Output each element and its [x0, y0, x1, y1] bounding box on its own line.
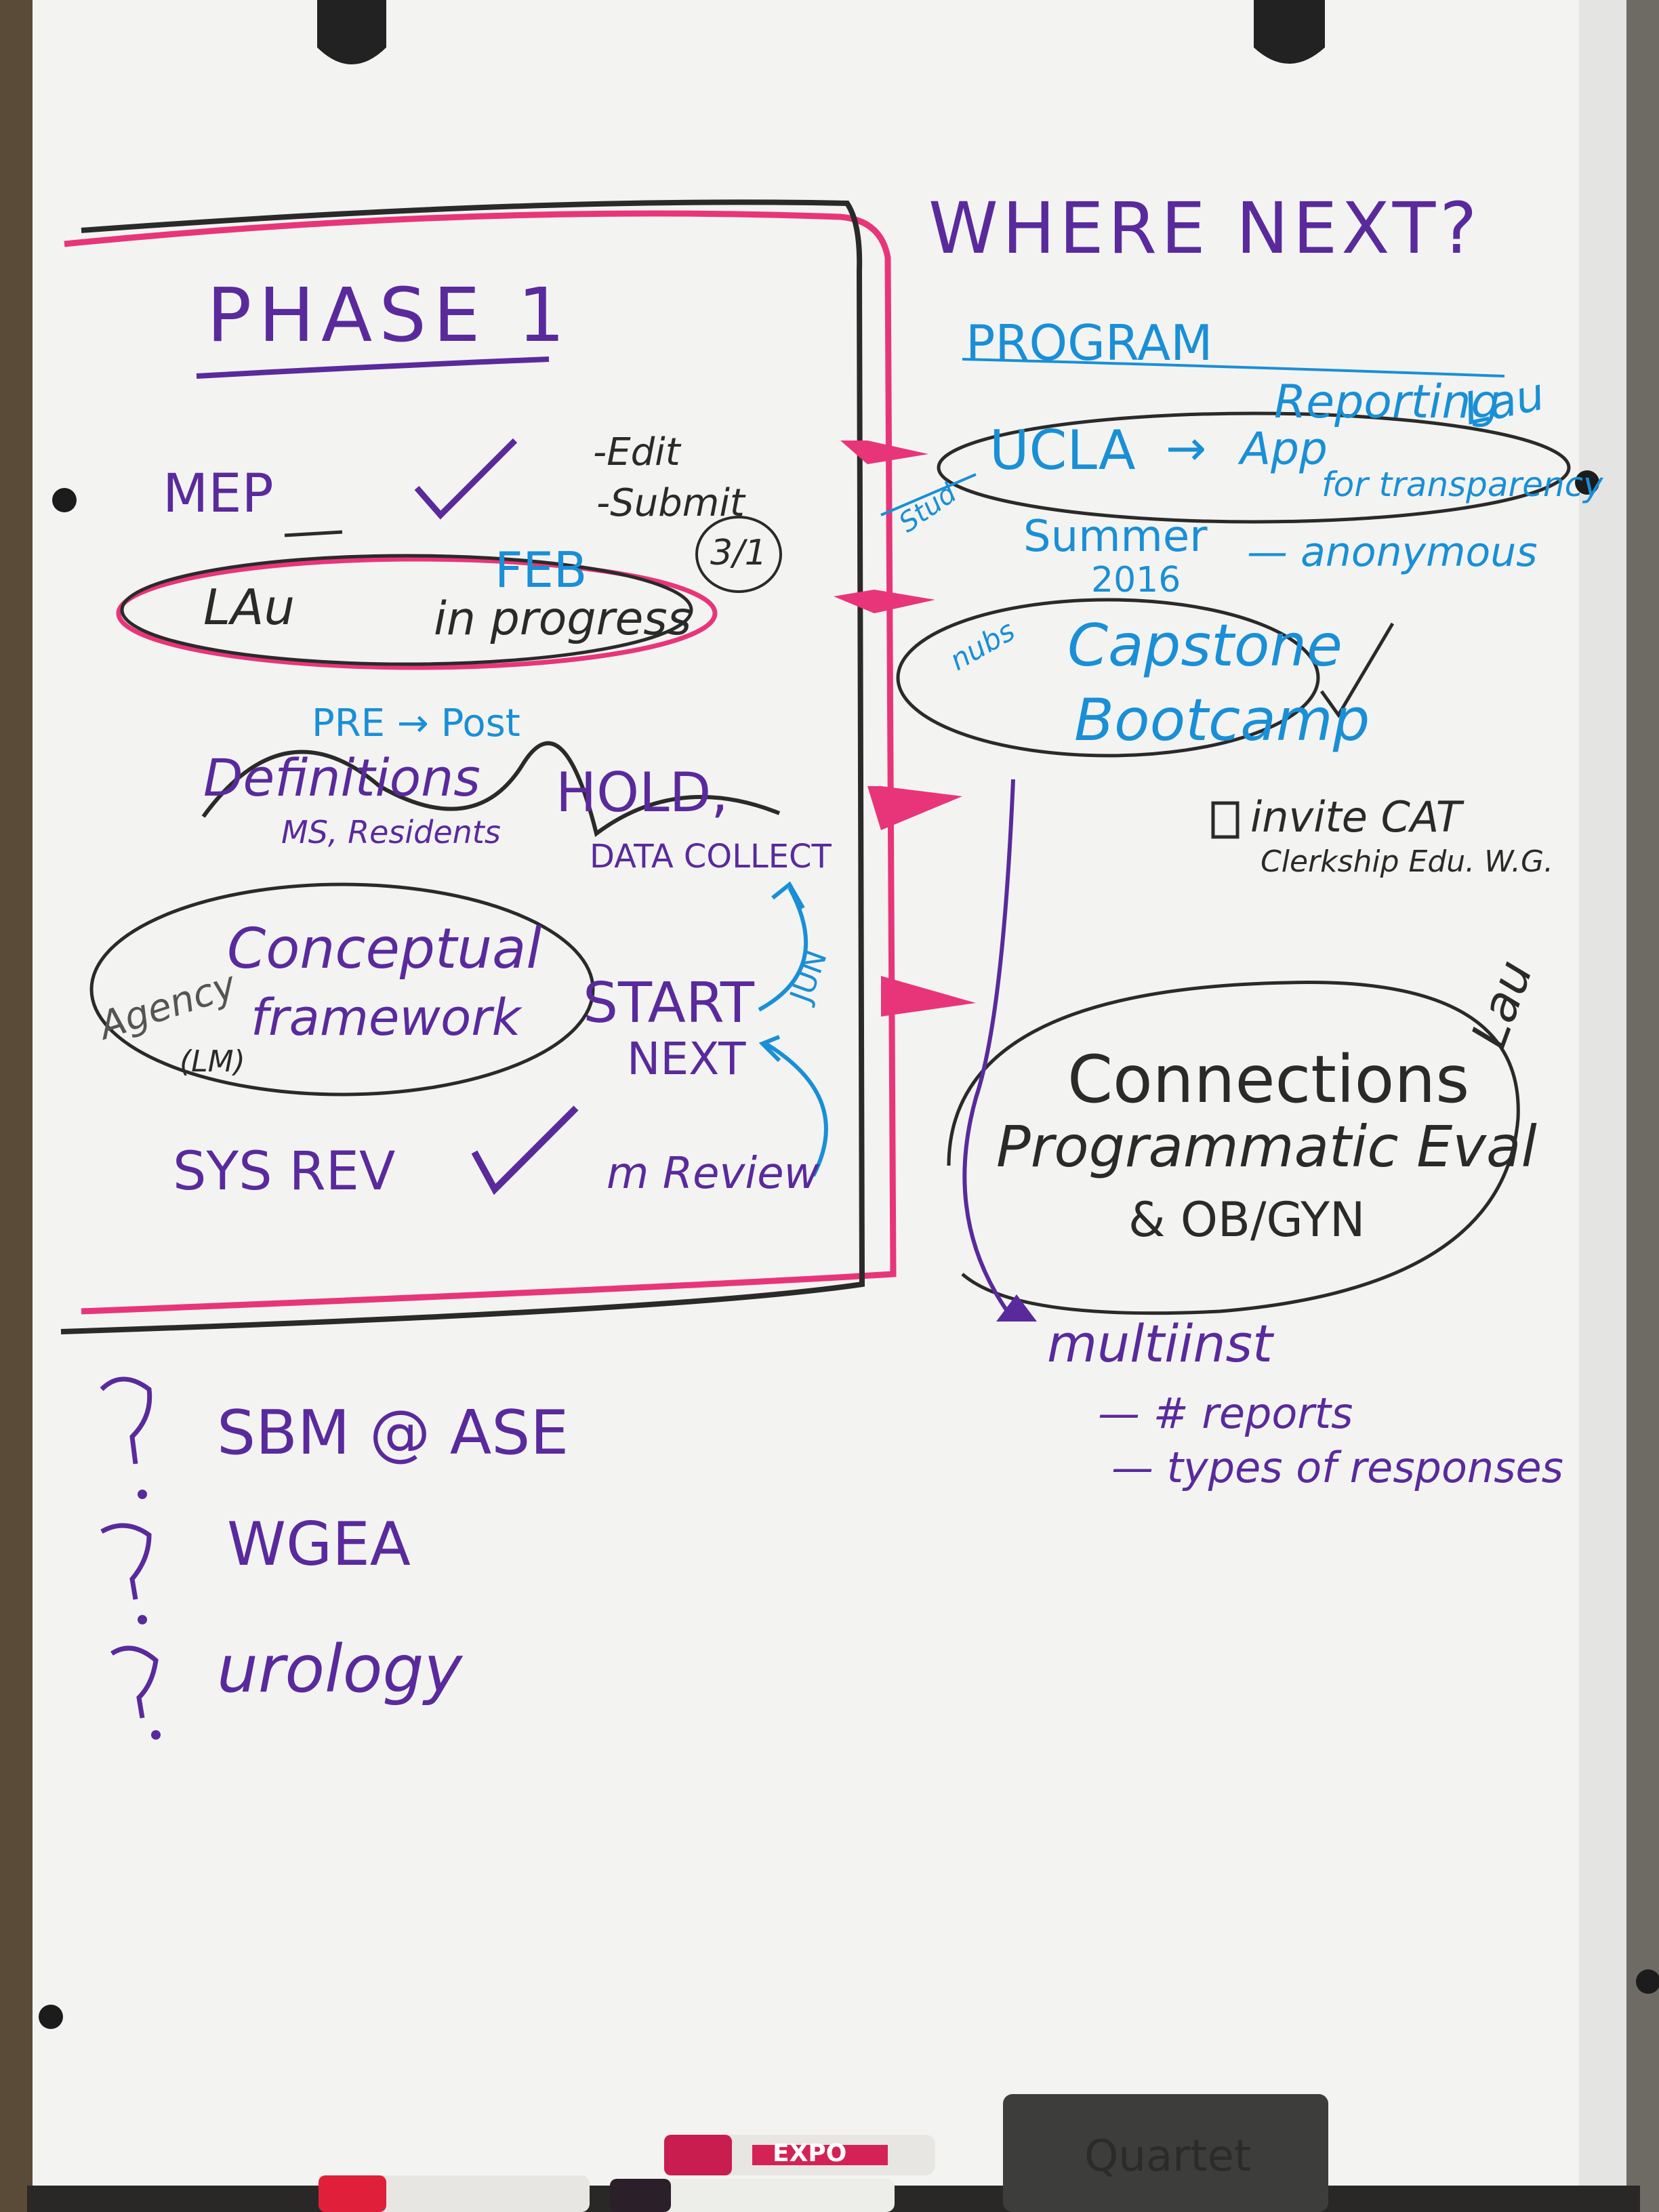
mep-edit: -Edit: [593, 430, 680, 474]
phase1-box-pink: [64, 210, 897, 1315]
feb-label: FEB: [495, 541, 588, 598]
connections-ellipse: [947, 981, 1520, 1315]
programmatic-label: Programmatic Eval: [996, 1113, 1537, 1180]
arrow-icon: [758, 886, 808, 1012]
m-review-label: m Review: [607, 1149, 819, 1199]
question-wgea: WGEA: [227, 1509, 411, 1579]
board-clip-left: [317, 0, 386, 64]
hold-label: HOLD,: [556, 761, 729, 824]
lau-ellipse-pink: [116, 556, 718, 670]
board-hole: [39, 2005, 63, 2029]
board-hole: [52, 488, 77, 512]
pink-triangle-arrow-icon: [867, 786, 962, 830]
capstone-label: Capstone: [1067, 612, 1343, 680]
board-hole: [1575, 470, 1599, 495]
anonymous-label: — anonymous: [1247, 529, 1538, 576]
mep-submit: -Submit: [596, 481, 745, 525]
eraser: [1003, 2094, 1328, 2212]
eraser-brand: Quartet: [1084, 2131, 1252, 2182]
in-progress-label: in progress: [434, 592, 692, 646]
phase1-title: PHASE 1: [207, 272, 572, 359]
lau-label: LAu: [203, 579, 295, 636]
conceptual-label: Conceptual: [227, 917, 542, 981]
board-hole: [1636, 1969, 1659, 1994]
conceptual-ellipse: [89, 882, 595, 1097]
app-label: App: [1240, 423, 1328, 475]
data-collect-label: DATA COLLECT: [590, 838, 832, 876]
types-label: — types of responses: [1111, 1443, 1563, 1492]
reports-label: — # reports: [1098, 1389, 1353, 1438]
ms-residents-label: MS, Residents: [281, 814, 501, 851]
checkmark-icon: [471, 1105, 579, 1195]
obgyn-label: & OB/GYN: [1128, 1192, 1366, 1248]
pink-triangle-arrow-icon: [840, 441, 928, 464]
pink-triangle-arrow-icon: [881, 976, 976, 1017]
invite-label: invite CAT: [1250, 792, 1462, 842]
definitions-label: Definitions: [203, 747, 480, 808]
arrow-icon: [764, 1042, 828, 1177]
capstone-ellipse: [896, 598, 1320, 758]
reporting-label: Reporting: [1274, 375, 1500, 429]
checkmark-icon: [414, 438, 518, 520]
marker-brand: EXPO: [773, 2139, 847, 2167]
bootcamp-label: Bootcamp: [1074, 687, 1370, 754]
multiinst-label: multiinst: [1047, 1313, 1273, 1374]
start-label: START: [583, 971, 754, 1036]
question-sbm: SBM @ ASE: [217, 1397, 569, 1469]
year-label: 2016: [1091, 560, 1181, 600]
program-label: PROGRAM: [966, 314, 1213, 371]
where-next-title: WHERE NEXT?: [928, 187, 1481, 270]
whiteboard-surface: [33, 0, 1612, 2189]
question-urology: urology: [217, 1631, 463, 1707]
lau-ellipse: [120, 554, 693, 666]
question-mark-icon: [100, 1376, 159, 1719]
checkmark-icon: [1319, 622, 1395, 718]
phase1-box-black: [60, 199, 865, 1334]
mep-label: MEP: [163, 464, 274, 525]
arrow-icon: [962, 779, 1015, 1316]
next-label: NEXT: [627, 1033, 746, 1085]
pink-triangle-arrow-icon: [834, 590, 935, 613]
marker-dark: [610, 2179, 895, 2212]
ucla-label: UCLA: [989, 419, 1136, 482]
connections-label: Connections: [1067, 1042, 1470, 1118]
ucla-ellipse: [937, 411, 1571, 524]
arrow-text: →: [1166, 419, 1207, 476]
checkbox-icon: [1211, 801, 1240, 839]
board-clip-right: [1254, 0, 1325, 64]
submit-date: 3/1: [710, 533, 767, 573]
for-transparency-label: for transparency: [1322, 465, 1603, 504]
framework-label: framework: [251, 989, 521, 1047]
sys-rev-label: SYS REV: [173, 1141, 396, 1202]
clerkship-label: Clerkship Edu. W.G.: [1261, 844, 1554, 879]
pre-post-label: PRE → Post: [312, 701, 520, 745]
lm-label: (LM): [180, 1044, 245, 1079]
summer-label: Summer: [1023, 512, 1208, 562]
